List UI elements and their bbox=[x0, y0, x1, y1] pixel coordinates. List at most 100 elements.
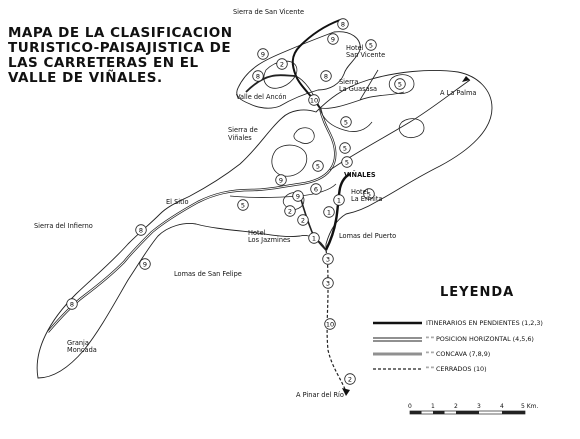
route-class-label: 10 bbox=[310, 96, 318, 104]
legend-item-slope: ITINERARIOS EN PENDIENTES (1,2,3) bbox=[426, 319, 543, 327]
route-class-label: 2 bbox=[301, 216, 305, 224]
place-hotel-san-vicente-1: Hotel bbox=[346, 44, 364, 52]
road-horizontal bbox=[359, 69, 379, 101]
place-hotel-jazmines-1: Hotel bbox=[248, 229, 266, 237]
route-class-circle bbox=[323, 206, 335, 218]
place-pinar-del-rio: A Pinar del Río bbox=[296, 391, 344, 399]
arrow-la-palma-icon bbox=[462, 76, 470, 82]
route-class-circle bbox=[275, 174, 287, 186]
route-class-circle bbox=[324, 318, 336, 330]
place-valle-ancon: Valle del Ancón bbox=[236, 93, 287, 101]
route-class-circle bbox=[337, 18, 349, 30]
road-concave bbox=[245, 74, 297, 93]
place-hotel-ermita-2: La Ermita bbox=[351, 195, 383, 203]
place-granja-1: Granja bbox=[67, 339, 89, 347]
route-class-label: 2 bbox=[280, 60, 284, 68]
route-class-circle bbox=[276, 58, 288, 70]
route-class-label: 9 bbox=[143, 260, 147, 268]
route-class-label: 3 bbox=[326, 255, 330, 263]
mogote bbox=[293, 127, 315, 144]
road-horizontal bbox=[319, 91, 405, 109]
scale-bar bbox=[409, 410, 526, 415]
scale-tick-label: 3 bbox=[477, 403, 481, 410]
place-hotel-san-vicente-2: San Vicente bbox=[346, 51, 386, 59]
mogote bbox=[388, 74, 415, 94]
map-title: MAPA DE LA CLASIFICACION TURISTICO-PAISA… bbox=[8, 25, 233, 86]
route-class-circle bbox=[320, 70, 332, 82]
route-class-label: 2 bbox=[288, 207, 292, 215]
title-line: MAPA DE LA CLASIFICACION bbox=[8, 25, 233, 41]
route-class-circle bbox=[292, 190, 304, 202]
route-class-circle bbox=[252, 70, 264, 82]
route-class-label: 8 bbox=[70, 300, 74, 308]
route-class-label: 5 bbox=[398, 80, 402, 88]
place-sierra-guasasa-1: Sierra bbox=[339, 78, 359, 86]
place-sierra-san-vicente: Sierra de San Vicente bbox=[233, 8, 305, 16]
route-class-label: 1 bbox=[312, 234, 316, 242]
scale-tick-label: 5 Km. bbox=[521, 403, 539, 410]
place-la-palma: A La Palma bbox=[440, 89, 477, 97]
route-class-circle bbox=[237, 199, 249, 211]
route-class-label: 5 bbox=[316, 162, 320, 170]
legend-item-horizontal: " " POSICION HORIZONTAL (4,5,6) bbox=[426, 335, 534, 343]
route-class-label: 9 bbox=[261, 50, 265, 58]
route-class-label: 8 bbox=[139, 226, 143, 234]
route-class-label: 5 bbox=[369, 41, 373, 49]
place-sierra-vinales-1: Sierra de bbox=[228, 126, 258, 134]
road-slope bbox=[291, 19, 341, 109]
title-line: VALLE DE VIÑALES. bbox=[8, 70, 163, 86]
mogote bbox=[271, 144, 308, 177]
valley-outline bbox=[36, 70, 493, 379]
road-horizontal bbox=[319, 107, 373, 132]
route-class-circle bbox=[394, 78, 406, 90]
route-class-label: 8 bbox=[256, 72, 260, 80]
route-class-label: 10 bbox=[326, 320, 334, 328]
route-class-circle bbox=[66, 298, 78, 310]
place-vinales: VIÑALES bbox=[344, 171, 376, 179]
place-sierra-vinales-2: Viñales bbox=[228, 134, 252, 142]
place-lomas-san-felipe: Lomas de San Felipe bbox=[174, 270, 242, 278]
route-class-circle bbox=[308, 232, 320, 244]
route-class-circle bbox=[365, 39, 377, 51]
route-class-circle bbox=[339, 142, 351, 154]
legend-title: LEYENDA bbox=[440, 285, 515, 300]
route-class-label: 3 bbox=[326, 279, 330, 287]
route-class-circle bbox=[363, 188, 375, 200]
route-class-label: 5 bbox=[367, 190, 371, 198]
route-class-label: 9 bbox=[296, 192, 300, 200]
place-el-sitio: El Sitio bbox=[166, 198, 189, 206]
route-class-circle bbox=[341, 156, 353, 168]
route-class-markers: 8 9 5 9 2 8 5 10 5 5 5 5 9 6 9 2 5 5 2 1… bbox=[66, 18, 406, 385]
road-concave bbox=[299, 195, 327, 251]
route-class-label: 5 bbox=[343, 144, 347, 152]
route-class-label: 5 bbox=[345, 158, 349, 166]
route-class-circle bbox=[297, 214, 309, 226]
route-class-circle bbox=[312, 160, 324, 172]
route-class-circle bbox=[333, 194, 345, 206]
route-class-label: 9 bbox=[279, 176, 283, 184]
road-concave bbox=[47, 107, 337, 333]
legend-item-concave: " " CONCAVA (7,8,9) bbox=[426, 350, 491, 358]
place-granja-2: Moncada bbox=[67, 346, 97, 354]
arrow-pinar-icon bbox=[342, 388, 350, 396]
route-class-label: 8 bbox=[324, 72, 328, 80]
place-hotel-jazmines-2: Los Jazmines bbox=[248, 236, 291, 244]
place-sierra-infierno: Sierra del Infierno bbox=[34, 222, 93, 230]
title-line: TURISTICO-PAISAJISTICA DE bbox=[8, 40, 232, 56]
route-class-circle bbox=[135, 224, 147, 236]
route-class-circle bbox=[340, 116, 352, 128]
place-lomas-puerto: Lomas del Puerto bbox=[339, 232, 397, 240]
route-class-circle bbox=[322, 277, 334, 289]
legend-item-closed: " " CERRADOS (10) bbox=[426, 365, 487, 373]
road-concave-inner bbox=[47, 107, 336, 333]
scale-tick-label: 1 bbox=[431, 403, 435, 410]
route-class-circle bbox=[308, 94, 320, 106]
route-class-label: 1 bbox=[327, 208, 331, 216]
route-class-label: 5 bbox=[344, 118, 348, 126]
route-class-label: 6 bbox=[314, 185, 318, 193]
route-class-circle bbox=[284, 205, 296, 217]
scale-tick-label: 0 bbox=[408, 403, 412, 410]
route-class-label: 2 bbox=[348, 375, 352, 383]
route-class-label: 8 bbox=[341, 20, 345, 28]
